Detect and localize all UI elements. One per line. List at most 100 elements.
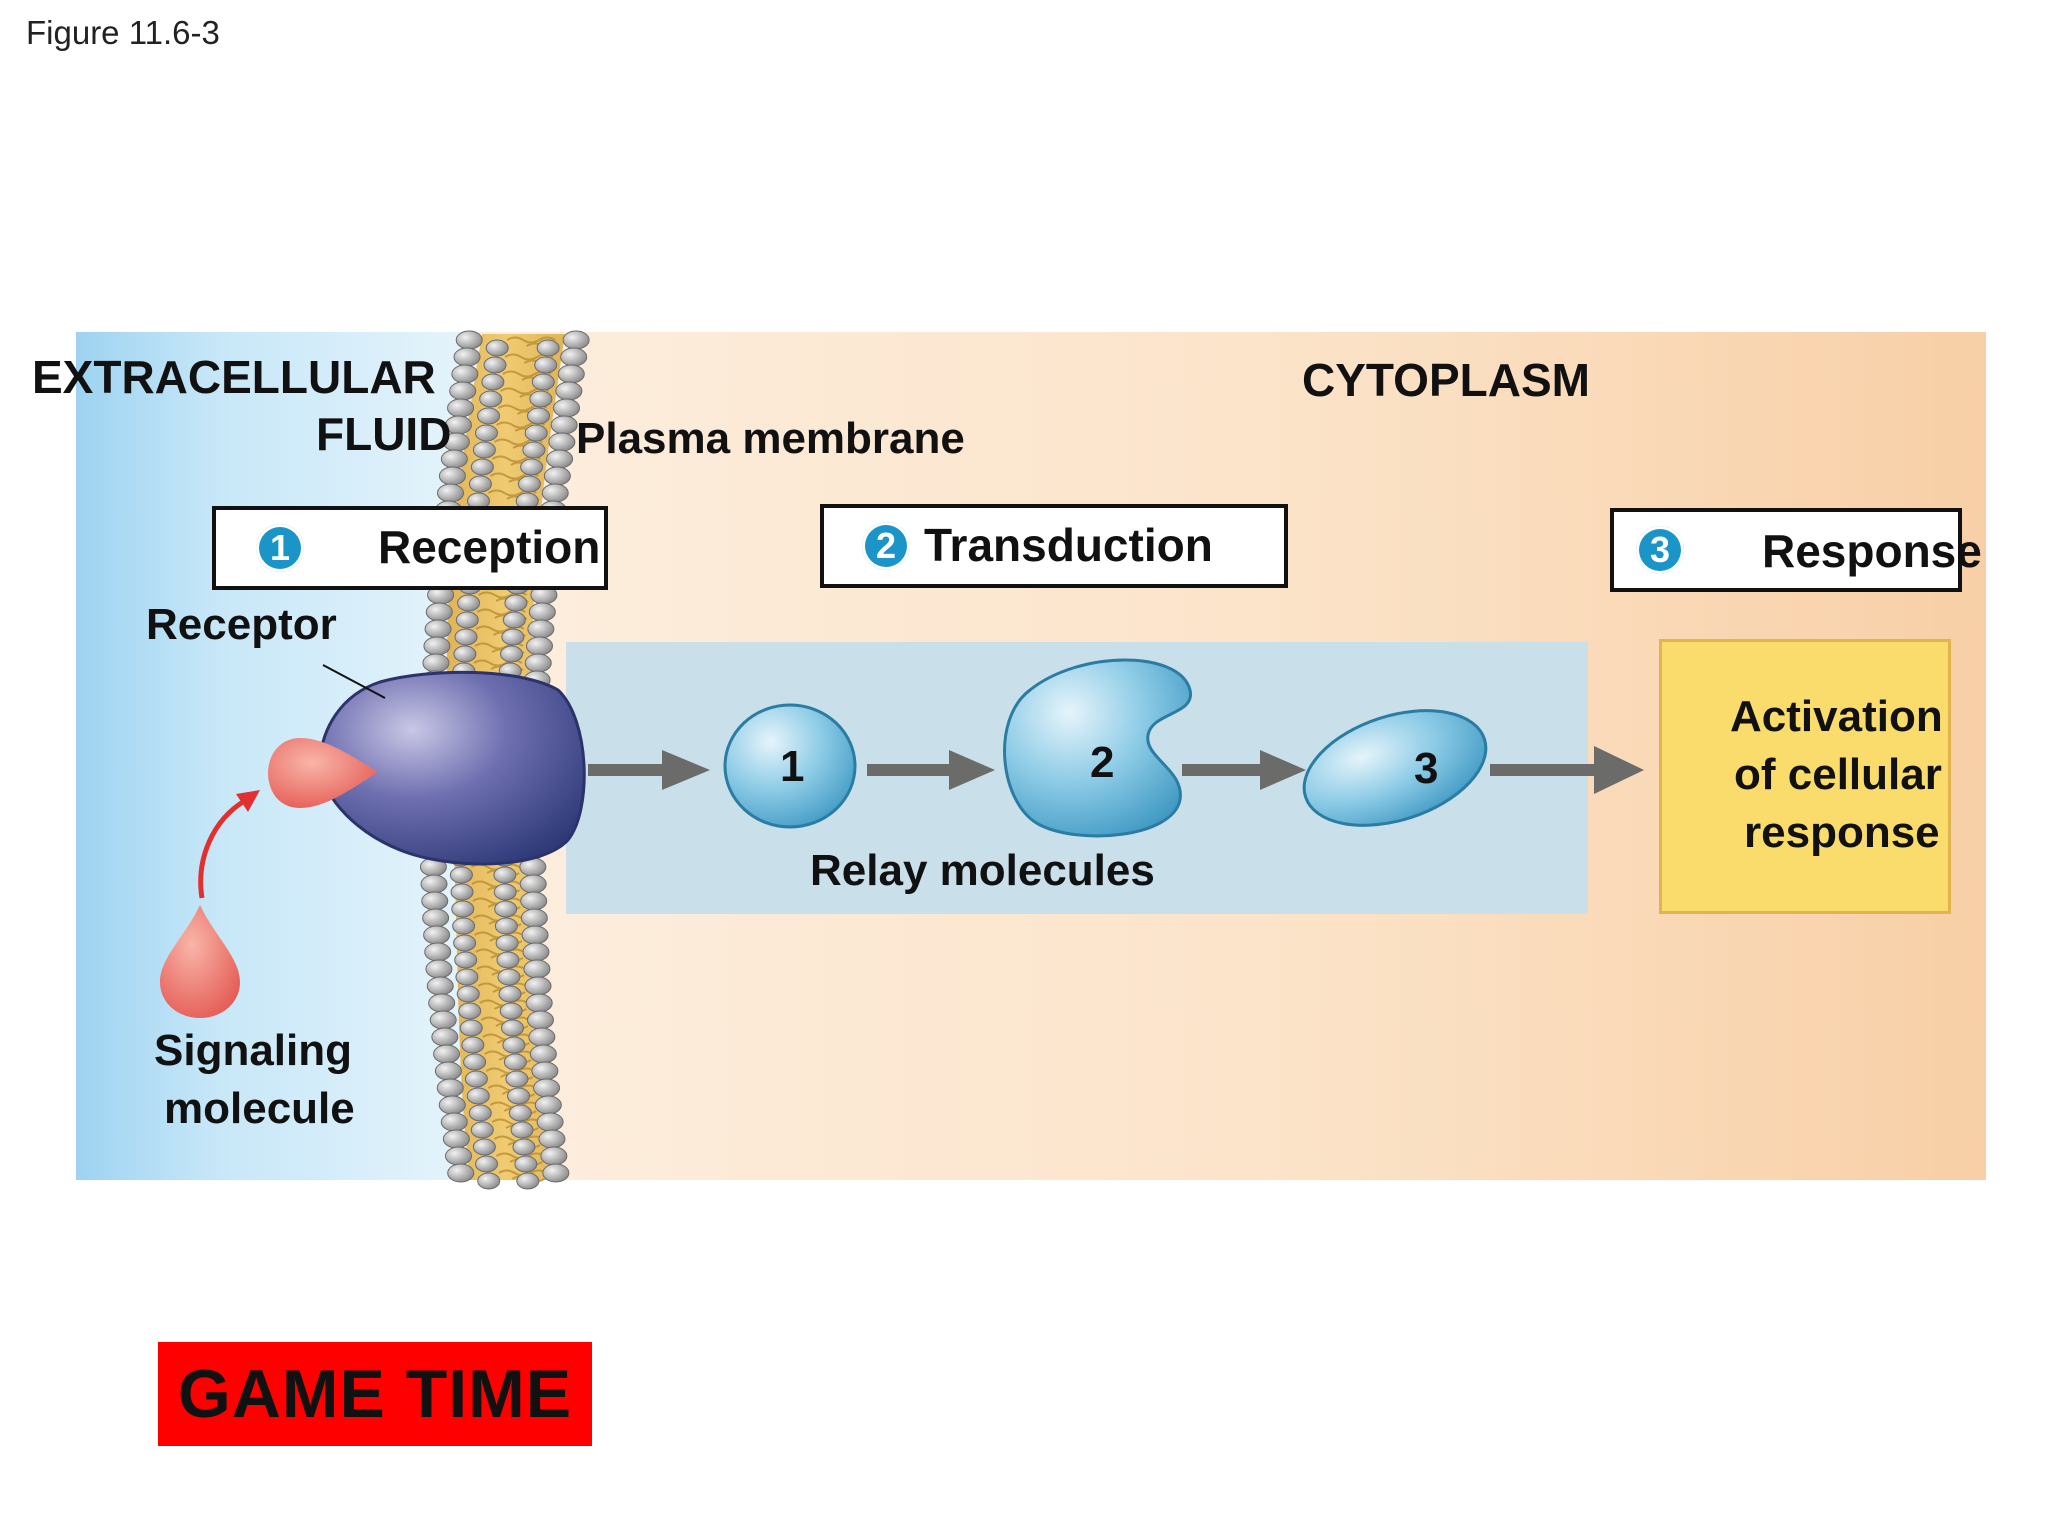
phospholipid-head [447,398,475,418]
stage-2-badge: 2 [862,522,910,570]
phospholipid-head [505,1070,529,1088]
phospholipid-head [422,908,450,928]
cytoplasm-label: CYTOPLASM [1302,354,1590,406]
phospholipid-head [431,1027,459,1047]
phospholipid-head [546,449,574,469]
phospholipid-head [503,1053,527,1071]
phospholipid-head [504,594,528,612]
phospholipid-head [477,1172,501,1190]
phospholipid-head [524,424,548,442]
phospholipid-head [455,330,483,350]
phospholipid-head [449,381,477,401]
phospholipid-head [445,1146,473,1166]
phospholipid-head [538,1129,566,1149]
bound-signaling-molecule [268,738,378,808]
phospholipid-head [459,1019,483,1037]
phospholipid-head [436,483,464,503]
phospholipid-head [522,942,550,962]
phospholipid-head [425,959,453,979]
relay-molecules-label: Relay molecules [810,846,1155,895]
phospholipid-head [426,976,454,996]
phospholipid-head [447,1163,475,1183]
phospholipid-head [429,1010,457,1030]
phospholipid-head [422,653,450,673]
phospholipid-head [524,653,552,673]
phospholipid-head [502,1036,526,1054]
phospholipid-head [458,1002,482,1020]
phospholipid-head [541,483,569,503]
phospholipid-head [434,1061,462,1081]
phospholipid-head [562,330,590,350]
phospholipid-head [453,347,481,367]
phospholipid-head [440,1112,468,1132]
extracellular-label-line2: FLUID [316,408,452,460]
phospholipid-head [468,1104,492,1122]
phospholipid-head [466,1087,490,1105]
binding-arrowhead [236,790,260,812]
phospholipid-head [483,356,507,374]
binding-arrow [198,797,248,899]
phospholipid-head [527,407,551,425]
phospholipid-head [514,1155,538,1173]
phospholipid-head [433,1044,461,1064]
phospholipid-head [468,475,492,493]
phospholipid-head [457,594,481,612]
phospholipid-head [485,339,509,357]
phospholipid-head [534,356,558,374]
receptor-leader-line [322,664,386,699]
phospholipid-head [493,883,517,901]
phospholipid-head [526,1010,554,1030]
phospholipid-head [560,347,588,367]
phospholipid-head [423,636,451,656]
phospholipid-head [472,441,496,459]
relay-molecule-1 [723,703,857,829]
phospholipid-head [521,925,549,945]
phospholipid-head [421,891,449,911]
phospholipid-head [450,883,474,901]
phospholipid-head [442,1129,470,1149]
phospholipid-head [424,942,452,962]
response-box [1659,639,1951,914]
plasma-membrane-label: Plasma membrane [576,414,965,463]
phospholipid-head [477,407,501,425]
phospholipid-head [516,1172,540,1190]
response-text-line2: of cellular [1734,750,1942,799]
phospholipid-head [470,458,494,476]
phospholipid-head [470,1121,494,1139]
stage-response-box: 3 Response [1610,508,1982,592]
arrow-relay3-to-response [1490,746,1644,794]
extracellular-label-line1: EXTRACELLULAR [32,351,436,403]
stage-3-badge: 3 [1636,526,1684,574]
phospholipid-head [519,874,547,894]
arrow-relay2-to-relay3 [1182,750,1306,790]
phospholipid-head [531,373,555,391]
phospholipid-head [528,1027,556,1047]
phospholipid-head [497,968,521,986]
phospholipid-head [508,1104,532,1122]
phospholipid-head [523,959,551,979]
phospholipid-head [454,628,478,646]
phospholipid-head [423,925,451,945]
phospholipid-head [502,611,526,629]
stage-reception-label: Reception [378,521,601,573]
phospholipid-head [493,866,517,884]
phospholipid-head [531,1061,559,1081]
phospholipid-head [453,645,477,663]
phospholipid-head [520,908,548,928]
stage-transduction-box: 2 Transduction [820,504,1288,588]
phospholipid-head [529,390,553,408]
phospholipid-head [479,390,503,408]
phospholipid-head [543,466,571,486]
phospholipid-head [453,934,477,952]
relay-molecule-2 [1003,658,1192,838]
phospholipid-head [463,1053,487,1071]
relay-molecule-2-number: 2 [1090,738,1115,787]
game-time-banner: GAME TIME [158,1342,592,1446]
signaling-molecule-label-line1: Signaling [154,1026,352,1075]
phospholipid-head [527,619,555,639]
stage-transduction-label: Transduction [924,519,1213,571]
phospholipid-head [461,1036,485,1054]
phospholipid-head [451,900,475,918]
phospholipid-head [498,985,522,1003]
